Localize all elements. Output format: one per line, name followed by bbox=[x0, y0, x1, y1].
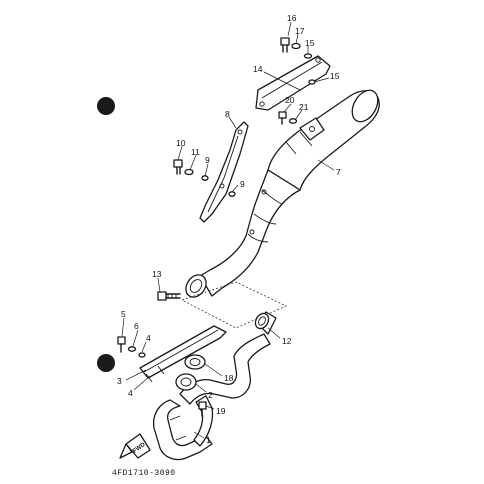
callout-4-upper: 4 bbox=[146, 333, 151, 343]
bolt-19 bbox=[198, 401, 207, 417]
gasket-12 bbox=[254, 311, 277, 335]
callout-11: 11 bbox=[191, 147, 200, 157]
drawing-code: 4FD1710-3090 bbox=[112, 469, 176, 478]
callout-numbers: 16 17 15 14 15 20 21 7 8 10 11 9 9 13 12… bbox=[117, 13, 341, 445]
gasket-18-inner bbox=[189, 358, 201, 366]
screw-16 bbox=[280, 37, 290, 53]
alignment-guide bbox=[181, 281, 287, 329]
bolt-10 bbox=[173, 159, 183, 175]
callout-7: 7 bbox=[336, 167, 341, 177]
callout-3: 3 bbox=[117, 376, 122, 386]
callout-10: 10 bbox=[176, 138, 186, 148]
callout-13: 13 bbox=[152, 269, 162, 279]
heat-protector bbox=[255, 55, 331, 111]
callout-15-mid: 15 bbox=[330, 71, 340, 81]
bolt-13 bbox=[157, 291, 181, 301]
callout-15-top: 15 bbox=[305, 38, 315, 48]
callout-4-lower: 4 bbox=[128, 388, 133, 398]
callout-19: 19 bbox=[216, 406, 226, 416]
collar-4 bbox=[138, 352, 146, 358]
callout-1: 1 bbox=[206, 435, 211, 445]
muffler bbox=[185, 89, 380, 298]
callout-6: 6 bbox=[134, 321, 139, 331]
bolt-5 bbox=[117, 336, 126, 353]
callout-18: 18 bbox=[224, 373, 234, 383]
washer-11 bbox=[184, 168, 194, 176]
callout-20: 20 bbox=[285, 95, 295, 105]
exhaust-pipe-protector bbox=[139, 325, 227, 383]
collar-9-lower bbox=[228, 191, 236, 197]
washer-21 bbox=[288, 118, 298, 124]
callout-5: 5 bbox=[121, 309, 126, 319]
joint-2 bbox=[175, 373, 197, 391]
collar-9-upper bbox=[201, 175, 209, 181]
exhaust-pipe bbox=[152, 333, 271, 461]
washer-6 bbox=[127, 346, 137, 352]
callout-14: 14 bbox=[253, 64, 263, 74]
forward-arrow bbox=[119, 433, 151, 459]
collar-15-top bbox=[303, 53, 313, 59]
callout-9-lower: 9 bbox=[240, 179, 245, 189]
side-protector bbox=[199, 121, 249, 223]
callout-17: 17 bbox=[295, 26, 305, 36]
gasket-18 bbox=[184, 354, 206, 370]
screw-20 bbox=[278, 111, 287, 125]
leader-lines bbox=[121, 21, 335, 439]
callout-12: 12 bbox=[282, 336, 292, 346]
binder-hole-bottom bbox=[97, 354, 115, 372]
callout-8: 8 bbox=[225, 109, 230, 119]
callout-2: 2 bbox=[208, 390, 213, 400]
callout-16: 16 bbox=[287, 13, 297, 23]
washer-17 bbox=[291, 42, 301, 50]
binder-hole-top bbox=[97, 97, 115, 115]
callout-9-upper: 9 bbox=[205, 155, 210, 165]
callout-21: 21 bbox=[299, 102, 309, 112]
